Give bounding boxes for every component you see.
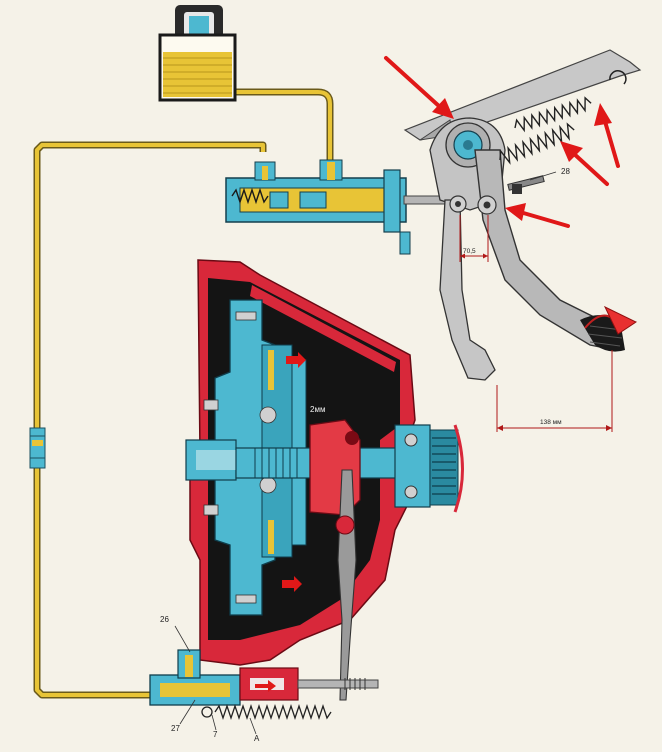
- arrow-spring-upper: [594, 103, 620, 168]
- master-cylinder: [225, 159, 457, 255]
- label-pedal-travel: 138 мм: [540, 419, 562, 426]
- hydraulic-line: [29, 88, 334, 699]
- arrow-upper-bracket: [384, 56, 454, 119]
- label-7: 7: [213, 730, 218, 739]
- dimension-pedal-travel: [496, 350, 613, 432]
- dimension-free-play: [459, 215, 489, 262]
- pedal-assembly: [403, 49, 642, 432]
- label-a: A: [254, 734, 260, 743]
- clutch-housing: [185, 259, 464, 701]
- arrow-spring-lower: [560, 141, 609, 186]
- label-clearance: 2мм: [310, 405, 325, 414]
- label-26: 26: [160, 615, 169, 624]
- label-27: 27: [171, 724, 180, 733]
- label-free-play: 70,5: [463, 248, 476, 255]
- arrow-pivot: [505, 203, 570, 228]
- labels: 2мм 70,5 138 мм 28 26 27 7 A: [160, 167, 570, 743]
- fluid-reservoir: [158, 5, 237, 102]
- label-28: 28: [561, 167, 570, 176]
- slave-cylinder: [149, 649, 379, 721]
- annotation-arrows: [384, 56, 620, 228]
